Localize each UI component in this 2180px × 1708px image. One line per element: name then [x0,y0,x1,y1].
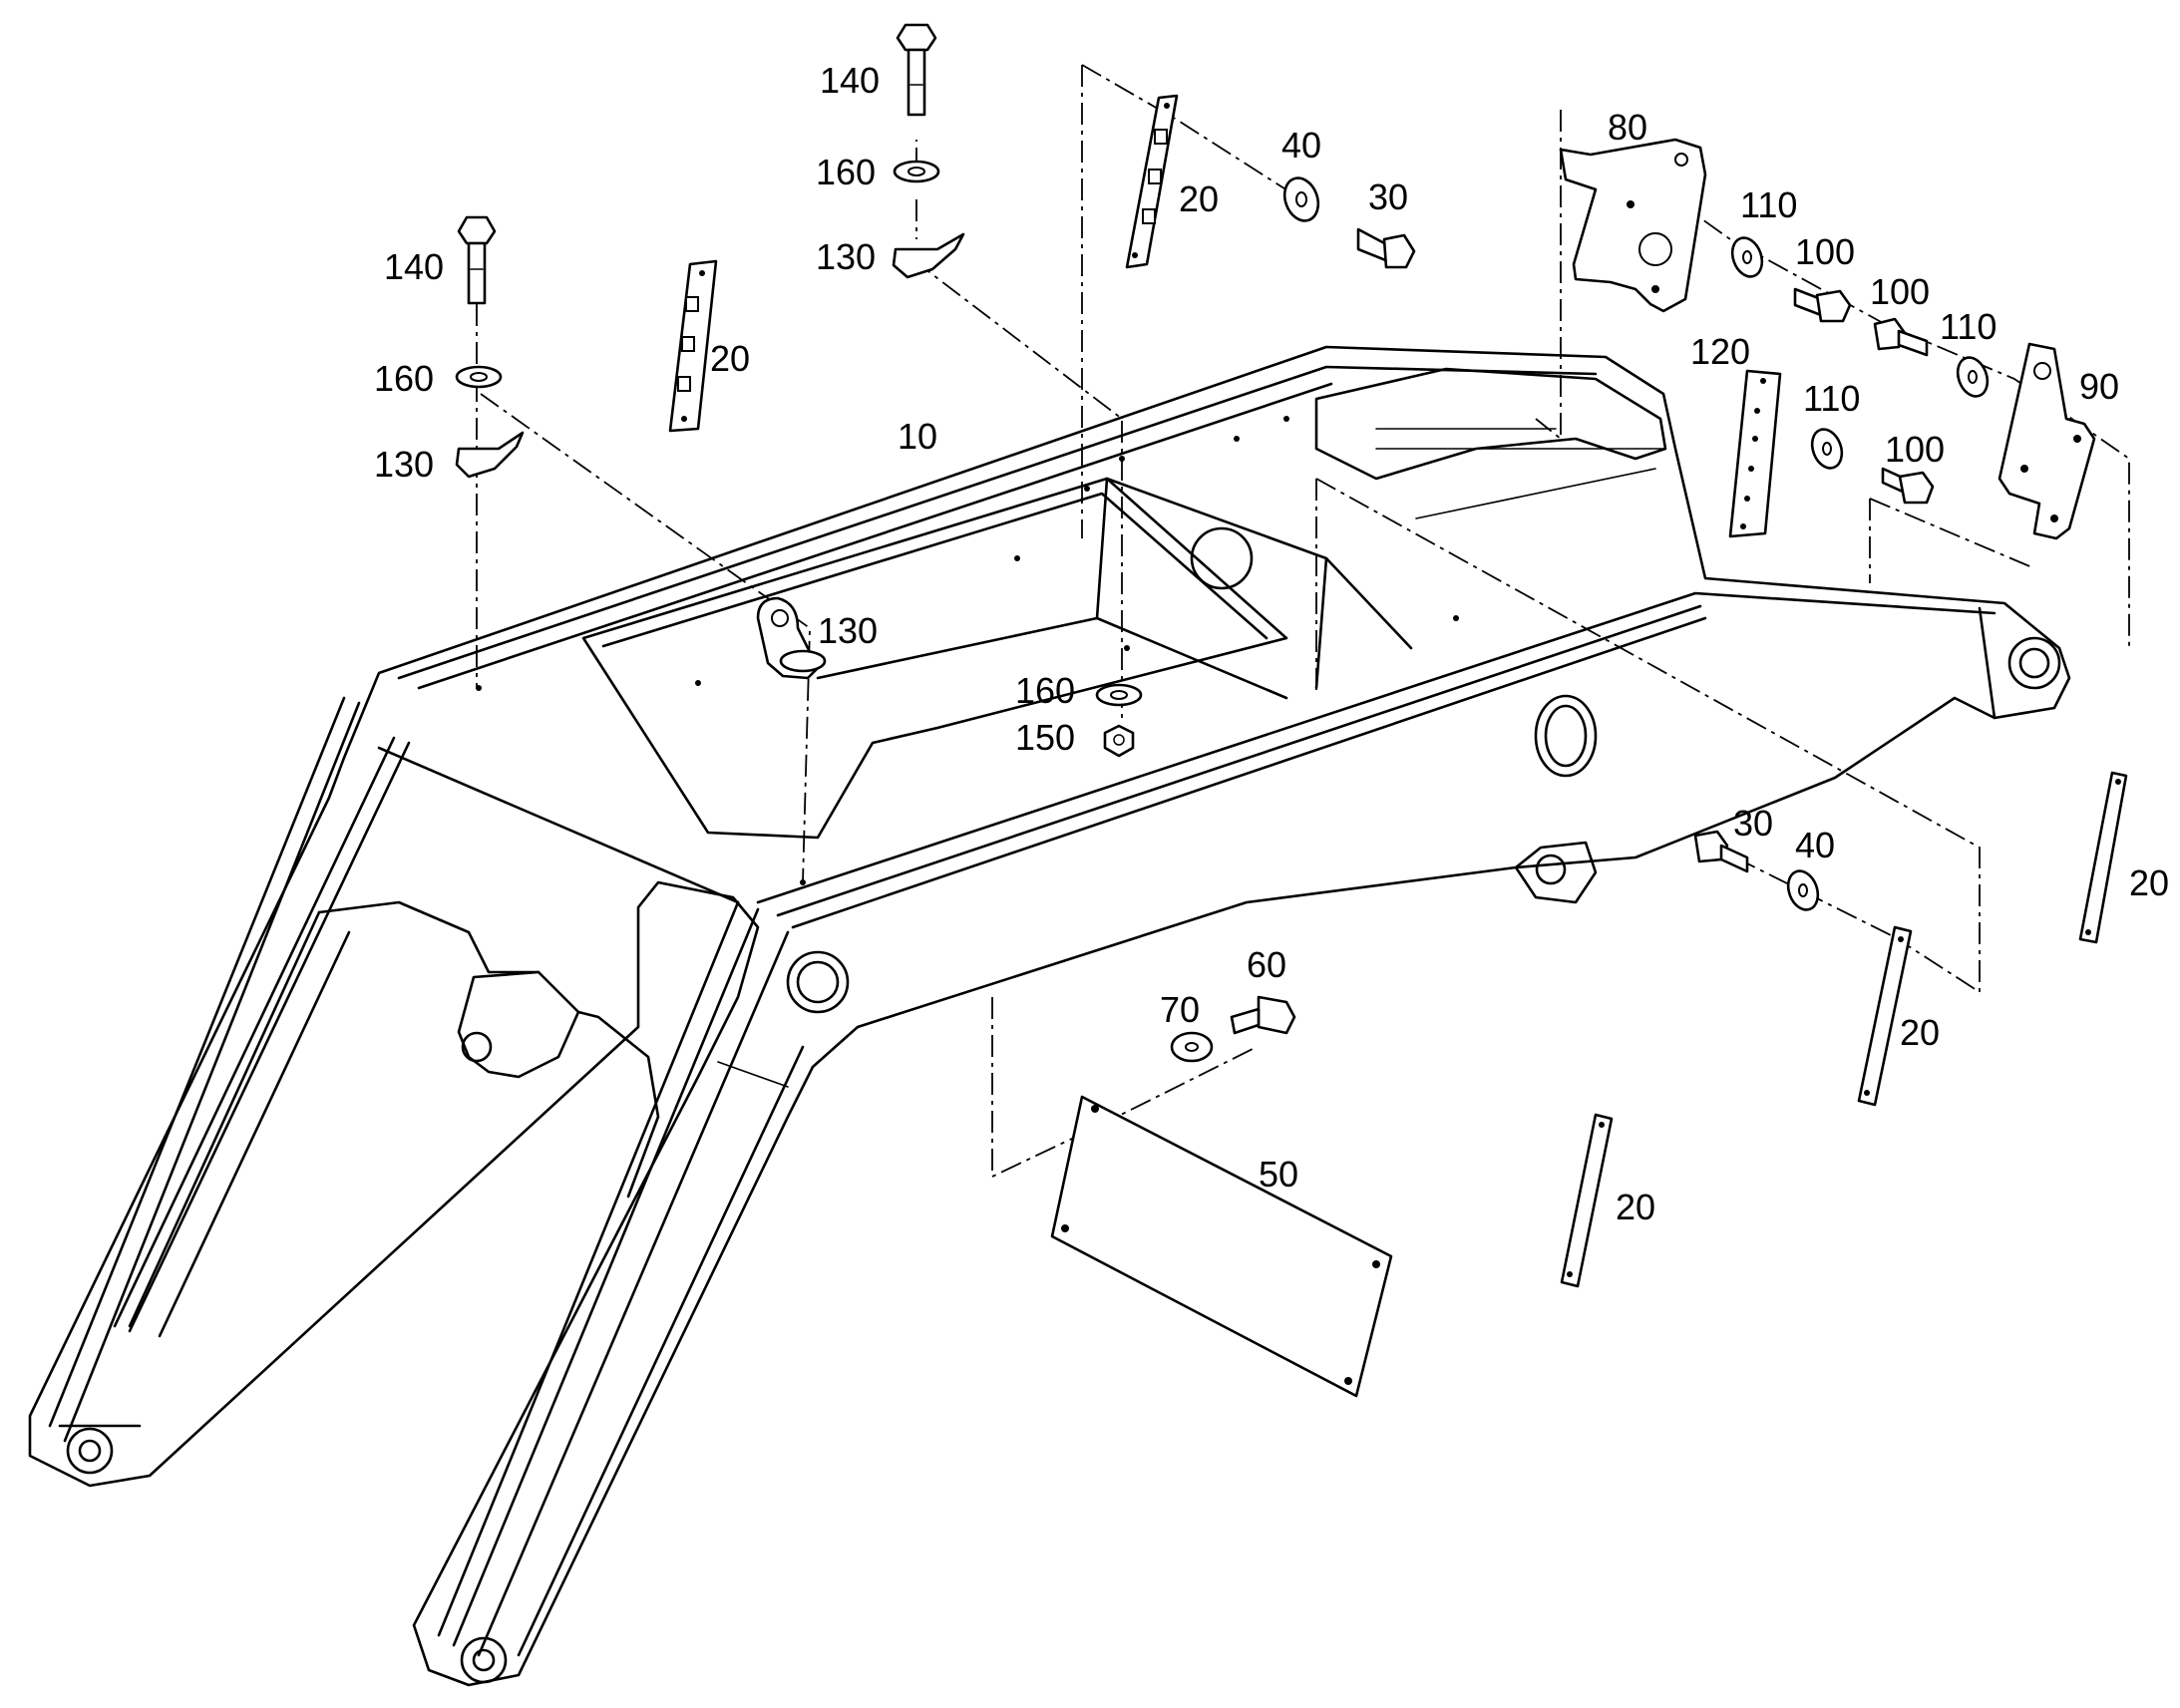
callout-100-b: 100 [1870,271,1930,312]
bracket-90 [1998,342,2096,540]
callout-140-left: 140 [384,246,444,287]
callout-110-b: 110 [1940,306,1997,347]
callout-140-center: 140 [820,60,880,101]
callout-160-center: 160 [816,152,876,192]
callout-30-lower: 30 [1733,803,1773,844]
callout-20-left: 20 [710,338,750,379]
callout-160-left: 160 [374,358,434,399]
callout-20-right: 20 [2129,862,2169,903]
callout-120: 120 [1690,331,1750,372]
callout-40-lower: 40 [1795,825,1835,865]
callout-110-a: 110 [1740,184,1797,225]
callout-150: 150 [1015,717,1075,758]
callout-30-top: 30 [1368,176,1408,217]
callout-20-middle: 20 [1900,1012,1940,1053]
callout-130-left: 130 [374,444,434,485]
left-bolt-stack [455,215,525,479]
callouts: 140 160 130 20 10 140 160 130 130 160 15… [374,60,2169,1227]
callout-10: 10 [898,416,937,457]
upper-right-fasteners [1730,236,1990,398]
callout-160-lower: 160 [1015,670,1075,711]
plate-120-group [1728,369,1935,538]
lower-washer-nut [1095,683,1143,758]
callout-110-c: 110 [1803,378,1860,419]
callout-70: 70 [1160,989,1200,1030]
callout-50: 50 [1259,1154,1298,1195]
callout-90: 90 [2079,366,2119,407]
lower-right-bolt-washer [1693,830,1820,911]
main-frame [28,345,2071,1687]
center-bolt-stack [892,23,965,279]
top-washer-bolt [1282,176,1416,269]
callout-20-top: 20 [1179,178,1219,219]
callout-130-center: 130 [816,236,876,277]
plate-50-group [1050,995,1393,1398]
lifting-eye [756,596,827,680]
callout-100-a: 100 [1795,231,1855,272]
callout-60: 60 [1247,944,1286,985]
callout-80: 80 [1608,107,1647,148]
bracket-80 [1559,138,1707,313]
callout-40-top: 40 [1281,125,1321,166]
callout-20-bottom: 20 [1616,1187,1655,1227]
wear-strips [668,94,2128,1288]
callout-100-c: 100 [1885,429,1945,470]
callout-130-frame: 130 [818,610,878,651]
